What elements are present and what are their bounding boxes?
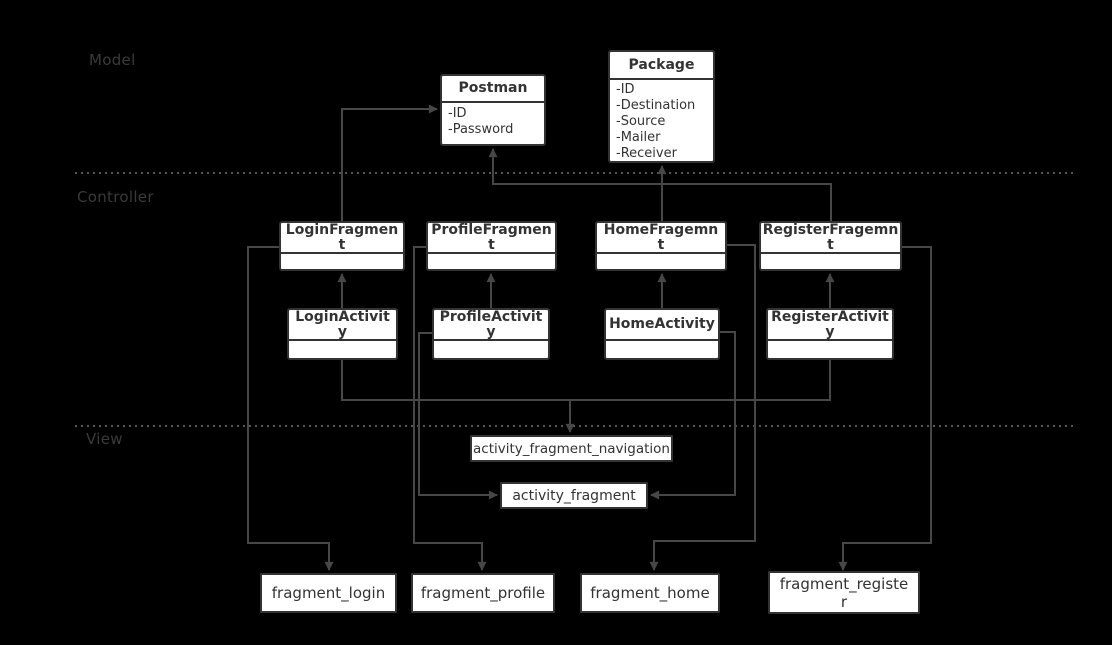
layout-box-activity-fragment-navigation: activity_fragment_navigation	[470, 435, 673, 462]
section-label-view: View	[86, 430, 123, 448]
attr-package-id: -ID	[616, 82, 635, 97]
class-title-home-activity: HomeActivity	[606, 310, 718, 341]
class-title-package: Package	[610, 52, 713, 80]
edge-registerfragemnt-fragmentregister	[838, 246, 932, 571]
layout-box-fragment-login: fragment_login	[260, 573, 397, 613]
class-title-login-activity: LoginActivit y	[289, 309, 396, 341]
class-title-profile-fragment: ProfileFragmen t	[428, 222, 555, 254]
attr-package-source: -Source	[616, 114, 666, 129]
class-box-profile-activity: ProfileActivit y	[432, 308, 550, 360]
edge-bus-activities	[341, 360, 831, 401]
edge-profilefragment-fragmentprofile	[413, 246, 487, 571]
section-label-controller: Controller	[77, 188, 154, 206]
edge-profileactivity-activityfragment	[418, 332, 498, 500]
class-title-register-fragment: RegisterFragemn t	[761, 221, 900, 254]
class-attrs-package: -ID -Destination -Source -Mailer -Receiv…	[610, 80, 713, 164]
class-box-home-activity: HomeActivity	[604, 308, 720, 360]
layout-box-fragment-home: fragment_home	[580, 573, 720, 613]
attr-package-destination: -Destination	[616, 98, 696, 113]
class-title-home-fragment: HomeFragemn t	[597, 222, 725, 254]
edge-homefragemnt-fragmenthome	[649, 244, 756, 571]
class-title-postman: Postman	[442, 76, 544, 103]
class-attrs-postman: -ID -Password	[442, 103, 544, 140]
edge-loginfragment-postman	[341, 104, 438, 221]
class-box-login-fragment: LoginFragmen t	[279, 221, 405, 271]
attr-postman-password: -Password	[448, 122, 514, 137]
class-box-profile-fragment: ProfileFragmen t	[426, 221, 557, 271]
layout-box-activity-fragment: activity_fragment	[500, 482, 648, 509]
layout-box-fragment-register: fragment_registe r	[768, 571, 920, 614]
attr-postman-id: -ID	[448, 106, 467, 121]
class-box-register-activity: RegisterActivit y	[766, 308, 894, 360]
class-title-register-activity: RegisterActivit y	[768, 309, 892, 341]
class-box-login-activity: LoginActivit y	[287, 308, 398, 360]
class-box-register-fragment: RegisterFragemn t	[759, 221, 902, 271]
class-box-home-fragment: HomeFragemn t	[595, 221, 727, 271]
edge-homeactivity-activityfragment	[650, 331, 736, 500]
section-label-model: Model	[89, 51, 136, 69]
class-title-login-fragment: LoginFragmen t	[281, 222, 403, 254]
class-title-profile-activity: ProfileActivit y	[434, 309, 548, 341]
attr-package-receiver: -Receiver	[616, 146, 677, 161]
layout-box-fragment-profile: fragment_profile	[411, 573, 555, 613]
class-box-package: Package -ID -Destination -Source -Mailer…	[608, 50, 715, 163]
attr-package-mailer: -Mailer	[616, 130, 661, 145]
class-box-postman: Postman -ID -Password	[440, 74, 546, 146]
edge-loginfragment-fragmentlogin	[247, 246, 334, 571]
